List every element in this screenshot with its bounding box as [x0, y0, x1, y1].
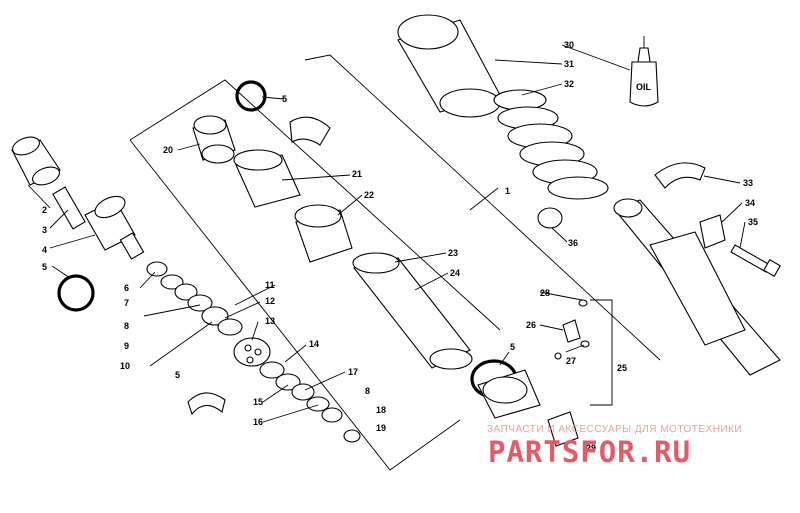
part-number-label: 5	[175, 370, 180, 380]
valve-part	[547, 299, 590, 447]
part-number-label: 15	[253, 397, 263, 407]
group-box-left-bottom	[129, 139, 461, 471]
part-number-label: 25	[617, 363, 627, 373]
piston-part	[233, 337, 271, 367]
part-number-label: 5	[42, 262, 47, 272]
part-number-label: 14	[309, 339, 319, 349]
part-number-label: 13	[265, 316, 275, 326]
seal-head-part	[192, 115, 331, 164]
part-number-label: 1	[505, 186, 510, 196]
part-number-label: 9	[124, 341, 129, 351]
part-number-label: 16	[253, 417, 263, 427]
watermark-brand: PARTSFOR.RU	[488, 435, 691, 469]
shock-body-part	[352, 252, 473, 370]
part-number-label: 24	[450, 268, 460, 278]
part-number-label: 30	[564, 40, 574, 50]
bushing-34-part	[699, 214, 726, 249]
watermark: ЗАПЧАСТИ И АКСЕССУАРЫ ДЛЯ МОТОТЕХНИКИ PA…	[487, 424, 742, 469]
spring-clip-part	[654, 162, 706, 189]
part-number-label: 33	[743, 178, 753, 188]
spring-part	[493, 89, 609, 200]
part-labels: 1 2 3 4 5 6 7 8 9 10 11 12 13 14 15 16 1…	[42, 40, 758, 453]
adjuster-collar-part	[294, 204, 353, 263]
lower-washer-stack	[259, 361, 361, 443]
leader-lines	[27, 44, 746, 423]
part-number-label: 5	[510, 342, 515, 352]
part-number-label: 21	[352, 169, 362, 179]
wiper-ring-part	[187, 392, 226, 416]
part-number-label: 26	[526, 320, 536, 330]
watermark-tagline: ЗАПЧАСТИ И АКСЕССУАРЫ ДЛЯ МОТОТЕХНИКИ	[487, 424, 742, 435]
part-number-label: 28	[540, 288, 550, 298]
oil-bottle-icon: OIL	[629, 36, 659, 107]
shaft-part	[52, 186, 145, 260]
part-number-label: 31	[564, 59, 574, 69]
part-number-label: 4	[42, 245, 47, 255]
part-number-label: 17	[348, 367, 358, 377]
part-number-label: 18	[376, 405, 386, 415]
part-number-label: 7	[124, 298, 129, 308]
part-number-label: 12	[265, 296, 275, 306]
assembled-shock-part	[613, 198, 781, 376]
part-number-label: 10	[120, 361, 130, 371]
end-cap-part	[477, 369, 541, 419]
part-number-label: 32	[564, 79, 574, 89]
oring-top	[235, 80, 267, 112]
part-number-label: 19	[376, 423, 386, 433]
part-number-label: 22	[364, 190, 374, 200]
part-number-label: 5	[282, 94, 287, 104]
part-number-label: 23	[448, 248, 458, 258]
part-number-label: 34	[745, 198, 755, 208]
bolt-part	[730, 244, 781, 277]
nut-part	[537, 207, 563, 229]
part-number-label: 20	[163, 145, 173, 155]
part-number-label: 3	[42, 225, 47, 235]
group-box-main	[304, 54, 661, 361]
reservoir-part	[397, 14, 501, 118]
part-number-label: 2	[42, 205, 47, 215]
part-number-label: 27	[566, 356, 576, 366]
washer-stack	[146, 261, 243, 336]
oring-left	[57, 274, 95, 312]
part-number-label: 35	[748, 217, 758, 227]
part-number-label: 8	[124, 321, 129, 331]
part-number-label: 8	[365, 386, 370, 396]
part-number-label: 11	[265, 280, 275, 290]
part-number-label: 36	[568, 238, 578, 248]
part-number-label: 29	[586, 443, 596, 453]
oil-label: OIL	[636, 82, 652, 92]
group-box-left-top	[129, 79, 501, 331]
part-number-label: 6	[124, 283, 129, 293]
bushing-part	[11, 136, 61, 186]
sleeve-part	[233, 149, 301, 208]
